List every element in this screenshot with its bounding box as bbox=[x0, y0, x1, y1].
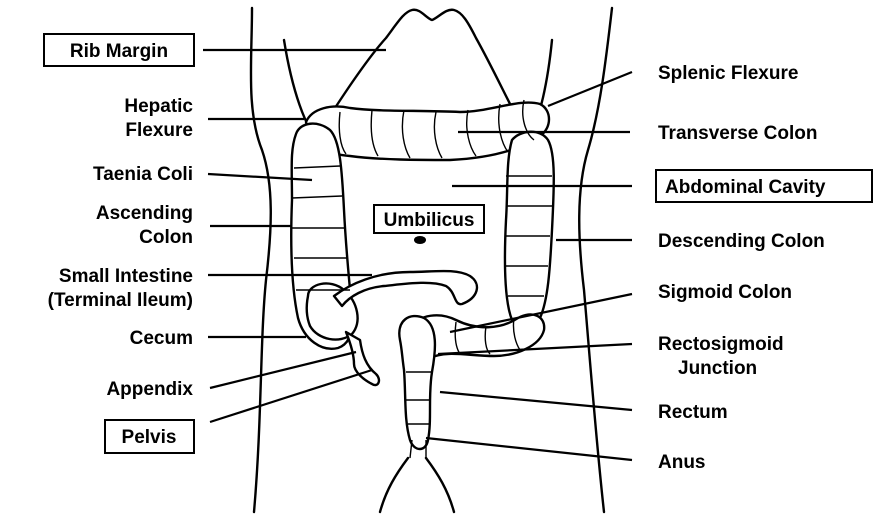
leader-rectum bbox=[440, 392, 632, 410]
label-ascending-colon-line1: Ascending bbox=[96, 203, 193, 224]
label-pelvis: Pelvis bbox=[122, 427, 177, 448]
colon bbox=[291, 100, 554, 458]
leg-outline bbox=[380, 458, 454, 512]
left-leg bbox=[380, 458, 408, 512]
label-small-intestine-line1: Small Intestine bbox=[59, 266, 193, 287]
label-rectum: Rectum bbox=[658, 402, 728, 423]
label-anus: Anus bbox=[658, 452, 706, 473]
label-abdominal-cavity: Abdominal Cavity bbox=[665, 177, 826, 198]
label-splenic-flexure: Splenic Flexure bbox=[658, 63, 798, 84]
label-cecum: Cecum bbox=[130, 328, 193, 349]
label-umbilicus: Umbilicus bbox=[384, 210, 475, 231]
label-ascending-colon-line2: Colon bbox=[139, 227, 193, 248]
terminal-ileum-shape bbox=[334, 271, 477, 306]
right-labels: Splenic Flexure Transverse Colon Abdomin… bbox=[658, 63, 826, 473]
label-transverse-colon: Transverse Colon bbox=[658, 123, 817, 144]
label-taenia-coli: Taenia Coli bbox=[93, 164, 193, 185]
label-hepatic-flexure-line1: Hepatic bbox=[124, 96, 193, 117]
label-sigmoid-colon: Sigmoid Colon bbox=[658, 282, 792, 303]
torso-left-side bbox=[251, 8, 271, 512]
leader-pelvis bbox=[210, 370, 372, 422]
right-leg bbox=[426, 458, 454, 512]
label-rib-margin: Rib Margin bbox=[70, 41, 168, 62]
label-rectosigmoid-line2: Junction bbox=[678, 358, 757, 379]
descending-colon-shape bbox=[505, 132, 554, 328]
leader-splenic-flexure bbox=[548, 72, 632, 106]
leader-anus bbox=[426, 438, 632, 460]
umbilicus-dot bbox=[414, 236, 426, 244]
label-small-intestine-line2: (Terminal Ileum) bbox=[48, 290, 193, 311]
rectum-shape bbox=[399, 316, 435, 449]
left-labels: Rib Margin Hepatic Flexure Taenia Coli A… bbox=[48, 41, 194, 448]
label-hepatic-flexure-line2: Flexure bbox=[125, 120, 193, 141]
torso-right-side bbox=[579, 8, 612, 512]
label-appendix: Appendix bbox=[106, 379, 193, 400]
label-descending-colon: Descending Colon bbox=[658, 231, 825, 252]
label-rectosigmoid-line1: Rectosigmoid bbox=[658, 334, 784, 355]
